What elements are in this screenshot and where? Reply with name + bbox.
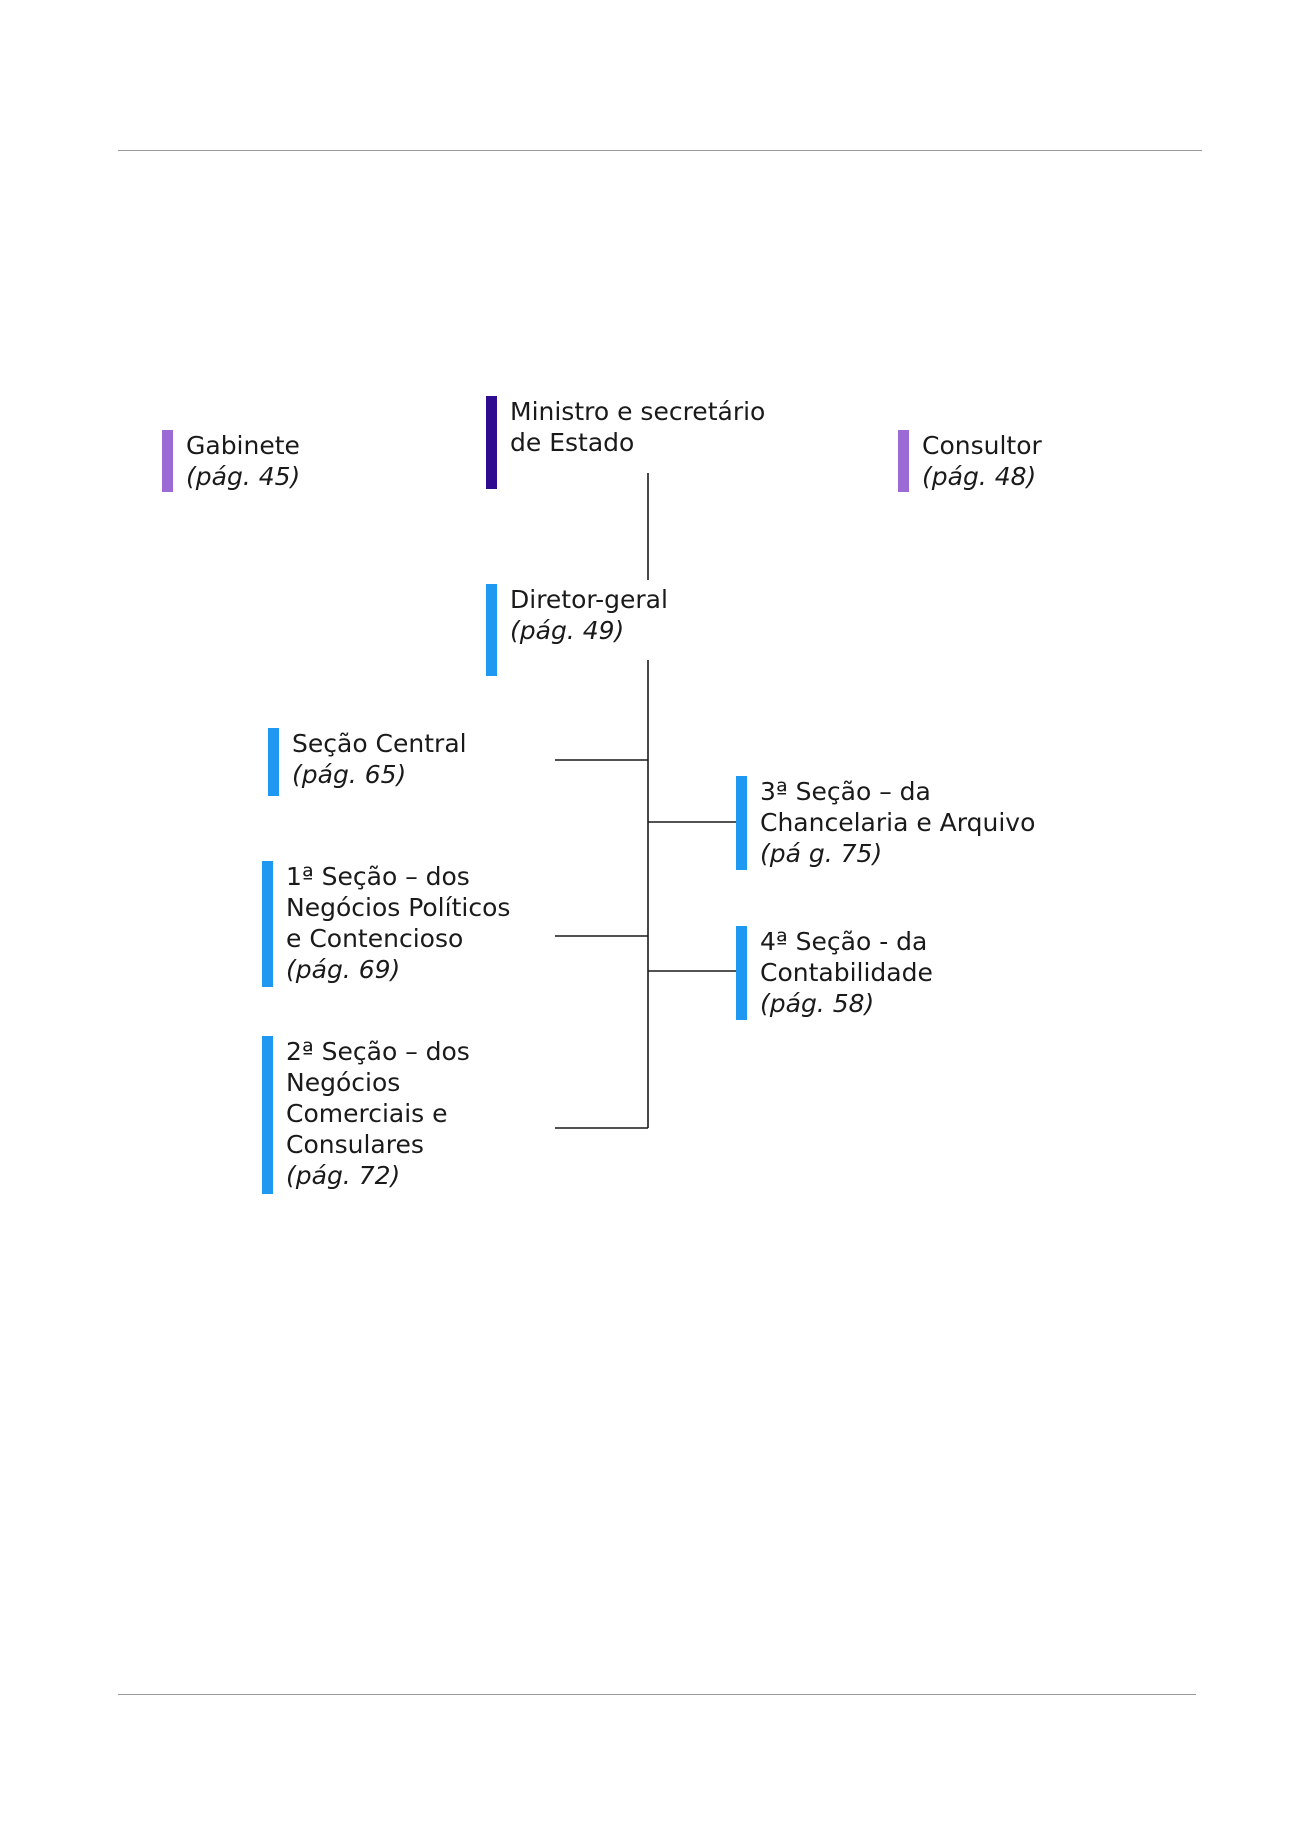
node-label: Diretor-geral — [510, 585, 668, 614]
page-reference: (pág. 58) — [760, 989, 875, 1018]
node-label: Seção Central — [292, 729, 467, 758]
node-secao-1: 1ª Seção – dos Negócios Políticos e Cont… — [262, 861, 510, 987]
node-ministro: Ministro e secretário de Estado — [486, 396, 765, 489]
node-label: 1ª Seção – dos Negócios Políticos e Cont… — [286, 862, 511, 953]
page-reference: (pág. 65) — [292, 760, 407, 789]
page-reference: (pág. 48) — [922, 462, 1037, 491]
node-bar — [268, 728, 279, 796]
node-secao-central: Seção Central (pág. 65) — [268, 728, 467, 796]
node-label: 3ª Seção – da Chancelaria e Arquivo — [760, 777, 1036, 837]
node-consultor: Consultor (pág. 48) — [898, 430, 1042, 492]
page-reference: (pág. 69) — [286, 955, 401, 984]
page-reference: (pág. 72) — [286, 1161, 401, 1190]
node-diretor-geral: Diretor-geral (pág. 49) — [486, 584, 668, 676]
top-rule — [118, 150, 1202, 151]
page-reference: (pá g. 75) — [760, 839, 883, 868]
node-secao-4: 4ª Seção - da Contabilidade (pág. 58) — [736, 926, 933, 1020]
node-bar — [262, 1036, 273, 1194]
node-gabinete: Gabinete (pág. 45) — [162, 430, 300, 492]
node-secao-2: 2ª Seção – dos Negócios Comerciais e Con… — [262, 1036, 470, 1194]
bottom-rule — [118, 1694, 1196, 1695]
node-bar — [736, 926, 747, 1020]
node-label: Gabinete — [186, 431, 300, 460]
node-bar — [262, 861, 273, 987]
node-bar — [898, 430, 909, 492]
node-secao-3: 3ª Seção – da Chancelaria e Arquivo (pá … — [736, 776, 1035, 870]
page-reference: (pág. 49) — [510, 616, 625, 645]
node-label: Ministro e secretário de Estado — [510, 397, 766, 457]
node-bar — [162, 430, 173, 492]
node-bar — [486, 396, 497, 489]
node-bar — [486, 584, 497, 676]
node-label: 2ª Seção – dos Negócios Comerciais e Con… — [286, 1037, 470, 1159]
node-label: Consultor — [922, 431, 1042, 460]
node-bar — [736, 776, 747, 870]
node-label: 4ª Seção - da Contabilidade — [760, 927, 933, 987]
page-reference: (pág. 45) — [186, 462, 301, 491]
